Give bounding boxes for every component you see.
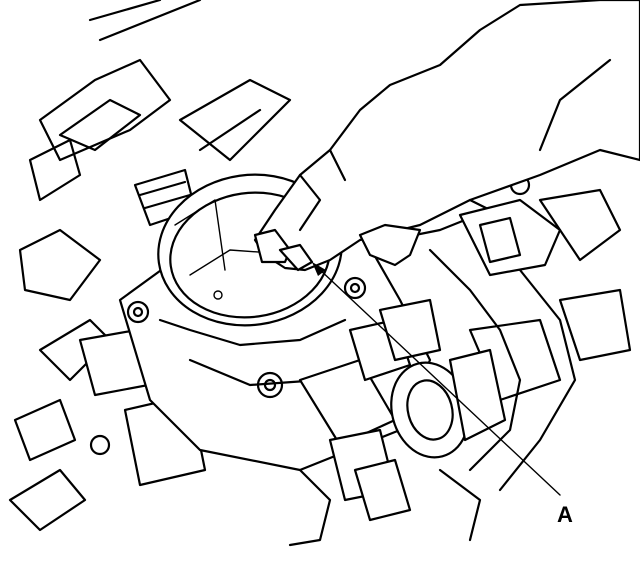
callout-a-arrowhead — [312, 262, 326, 276]
hand-illustration — [253, 0, 640, 272]
callout-a-leader — [312, 262, 561, 496]
engine-background-parts — [8, 0, 632, 532]
intake-pipe — [428, 198, 577, 492]
throttle-linkage — [288, 298, 507, 547]
callout-a-label: A — [557, 502, 573, 527]
